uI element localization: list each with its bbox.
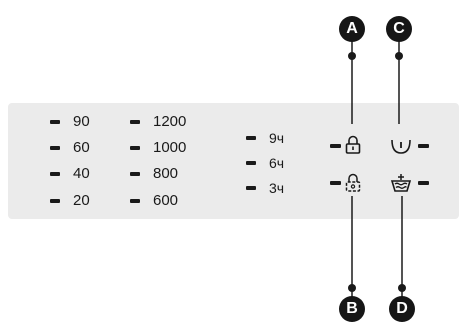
indicator-led: [130, 146, 140, 150]
temperature-label: 40: [73, 165, 90, 182]
delay-label: 9ч: [269, 130, 285, 146]
prewash-basin-icon: [389, 172, 413, 194]
callout-a: A: [339, 16, 365, 42]
control-panel: [8, 103, 459, 219]
lock-indicator-led: [330, 144, 341, 148]
prewash-indicator-led: [418, 181, 429, 185]
indicator-led: [50, 146, 60, 150]
child-lock-indicator-led: [330, 181, 341, 185]
callout-c: C: [386, 16, 412, 42]
callout-b: B: [339, 296, 365, 322]
lock-icon: [341, 134, 365, 156]
child-lock-icon: [341, 172, 365, 194]
indicator-led: [130, 199, 140, 203]
indicator-led: [246, 136, 256, 140]
spin-label: 1000: [153, 139, 187, 156]
indicator-led: [246, 161, 256, 165]
indicator-led: [246, 186, 256, 190]
indicator-led: [130, 120, 140, 124]
indicator-led: [50, 172, 60, 176]
indicator-led: [50, 199, 60, 203]
temperature-label: 90: [73, 113, 90, 130]
basin-icon: [389, 134, 413, 156]
indicator-led: [50, 120, 60, 124]
temperature-label: 20: [73, 192, 90, 209]
spin-label: 1200: [153, 113, 187, 130]
indicator-led: [130, 172, 140, 176]
callout-d: D: [389, 296, 415, 322]
basin-indicator-led: [418, 144, 429, 148]
delay-label: 6ч: [269, 155, 285, 171]
delay-label: 3ч: [269, 180, 285, 196]
temperature-label: 60: [73, 139, 90, 156]
spin-label: 800: [153, 165, 179, 182]
spin-label: 600: [153, 192, 179, 209]
